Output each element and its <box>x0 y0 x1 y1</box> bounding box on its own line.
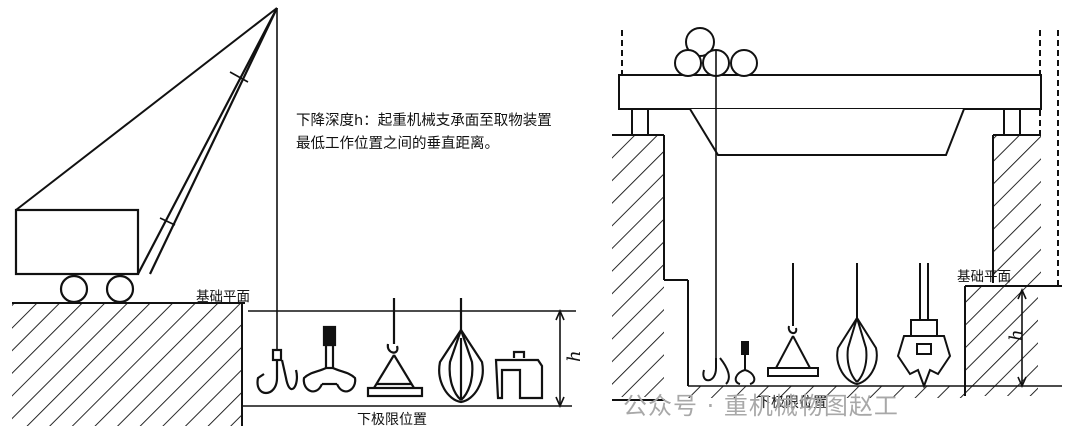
left-diagram <box>12 7 576 426</box>
lifting-clamp <box>494 350 544 400</box>
right-h-label: h <box>1006 329 1027 341</box>
right-lower-limit-label: 下极限位置 <box>757 395 827 411</box>
right-left-wall-hatch <box>612 135 664 397</box>
right-dimension-h <box>1017 288 1027 388</box>
left-lower-limit-label: 下极限位置 <box>357 412 427 428</box>
definition-line-1: 下降深度h：起重机械支承面至取物装置 <box>296 113 552 129</box>
grab-bucket <box>438 298 484 404</box>
crane-body <box>14 208 140 276</box>
right-motor-grab <box>896 263 952 389</box>
left-h-label: h <box>564 350 585 362</box>
spreader-sling <box>366 298 424 398</box>
left-base-plane-label: 基础平面 <box>196 289 250 305</box>
hook-double <box>302 325 357 393</box>
trolley-wheel-right <box>730 49 758 77</box>
hook-single <box>256 348 298 395</box>
left-dimension-h <box>555 309 565 408</box>
right-grab-bucket <box>836 263 878 386</box>
crane-pendant <box>15 7 278 211</box>
crane-wheel-left <box>59 274 89 304</box>
right-diagram <box>612 27 1062 401</box>
gantry-beam <box>618 74 1042 110</box>
crane-wheel-right <box>105 274 135 304</box>
right-right-wall-hatch <box>993 135 1041 285</box>
right-spreader <box>767 263 819 377</box>
definition-line-2: 最低工作位置之间的垂直距离。 <box>296 136 499 152</box>
right-hook-double <box>734 341 756 385</box>
right-hook-single <box>702 357 730 385</box>
right-base-hatch <box>965 286 1038 396</box>
descent-depth-definition: 下降深度h：起重机械支承面至取物装置 最低工作位置之间的垂直距离。 <box>296 110 552 156</box>
trolley-wheel-left <box>674 49 702 77</box>
watermark: 公众号 · 重机械物图赵工 <box>623 392 899 420</box>
left-ground-hatch <box>12 304 242 426</box>
right-base-plane-label: 基础平面 <box>957 269 1011 285</box>
